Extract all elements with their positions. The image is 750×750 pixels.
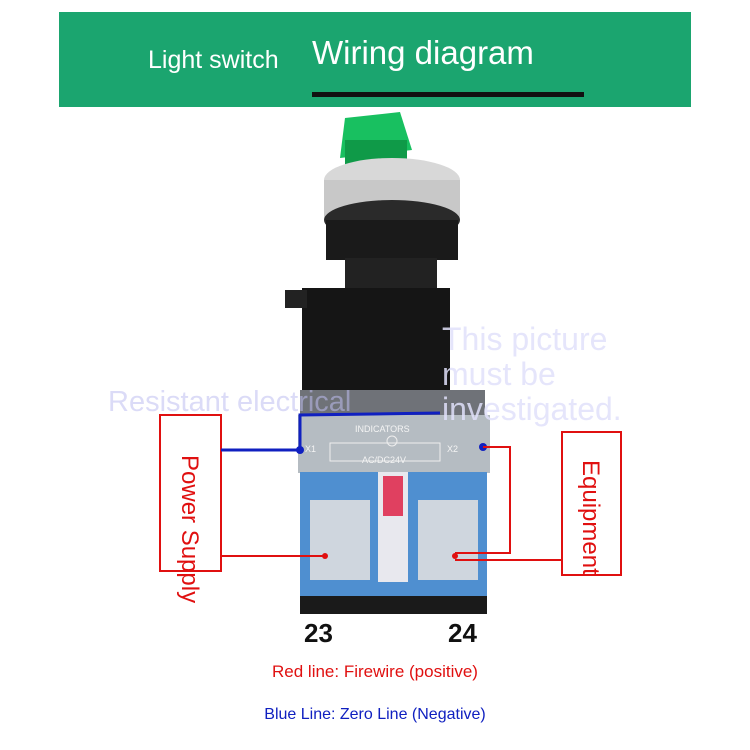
power-supply-label: Power Supply: [176, 455, 203, 604]
header-subtitle: Light switch: [148, 46, 279, 74]
terminal-24-label: 24: [448, 618, 477, 648]
watermark-right: This picture must be investigated.: [442, 322, 622, 427]
blue-wire: [221, 411, 441, 452]
watermark-line: investigated.: [442, 391, 622, 427]
watermark-line: This picture: [442, 321, 608, 357]
svg-text:INDICATORS: INDICATORS: [355, 424, 410, 434]
svg-text:X2: X2: [447, 444, 458, 454]
legend-red: Red line: Firewire (positive): [272, 662, 478, 681]
equipment-box: [561, 431, 622, 576]
title-underline: [312, 92, 584, 97]
red-wire-right: [455, 446, 511, 554]
equipment-label: Equipment: [577, 460, 604, 575]
svg-text:AC/DC24V: AC/DC24V: [362, 455, 406, 465]
watermark-line: must be: [442, 356, 556, 392]
legend-blue: Blue Line: Zero Line (Negative): [264, 706, 486, 723]
power-supply-box: [159, 414, 222, 572]
terminal-23-label: 23: [304, 618, 333, 648]
svg-text:X1: X1: [305, 444, 316, 454]
watermark-left: Resistant electrical: [108, 386, 352, 418]
header-title: Wiring diagram: [312, 34, 534, 71]
header-banner: Light switch Wiring diagram: [59, 12, 691, 107]
